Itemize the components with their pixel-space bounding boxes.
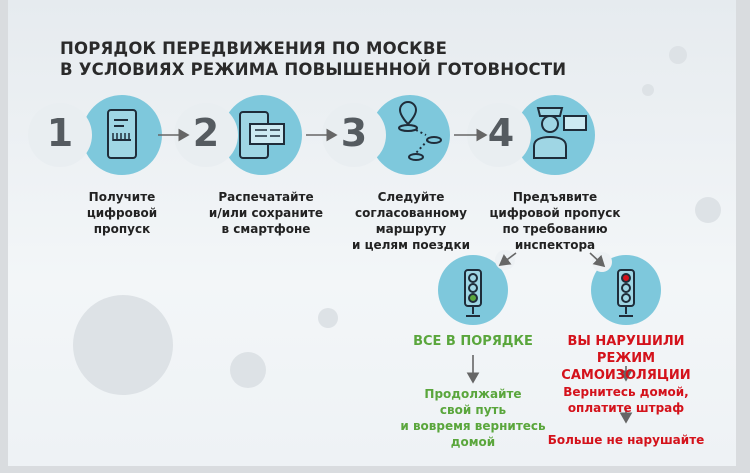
step-1-number: 1: [46, 111, 74, 155]
step-2-number: 2: [192, 111, 220, 155]
arrow-icon: [589, 252, 606, 268]
diagram-graphics: [28, 46, 721, 424]
step-4-number: 4: [487, 111, 515, 155]
traffic-light-green-icon: [464, 269, 482, 317]
virus-decoration-icon: [73, 46, 721, 395]
step-3-number: 3: [340, 111, 368, 155]
violation-action: Вернитесь домой,оплатите штраф: [563, 385, 689, 415]
arrow-icon: [498, 252, 517, 266]
ok-status: ВСЕ В ПОРЯДКЕ: [413, 334, 533, 349]
phone-ticket-icon: [239, 111, 285, 159]
inspector-icon: [533, 107, 587, 159]
infographic: ПОРЯДОК ПЕРЕДВИЖЕНИЯ ПО МОСКВЕ В УСЛОВИЯ…: [8, 0, 736, 466]
page-title: ПОРЯДОК ПЕРЕДВИЖЕНИЯ ПО МОСКВЕ В УСЛОВИЯ…: [60, 39, 567, 79]
step-3-circle: [370, 95, 450, 175]
phone-barcode-icon: [107, 109, 137, 159]
violation-final: Больше не нарушайте: [547, 433, 705, 447]
route-map-icon: [398, 101, 442, 161]
traffic-light-red-icon: [617, 269, 635, 317]
flow-arrows: [158, 128, 633, 424]
